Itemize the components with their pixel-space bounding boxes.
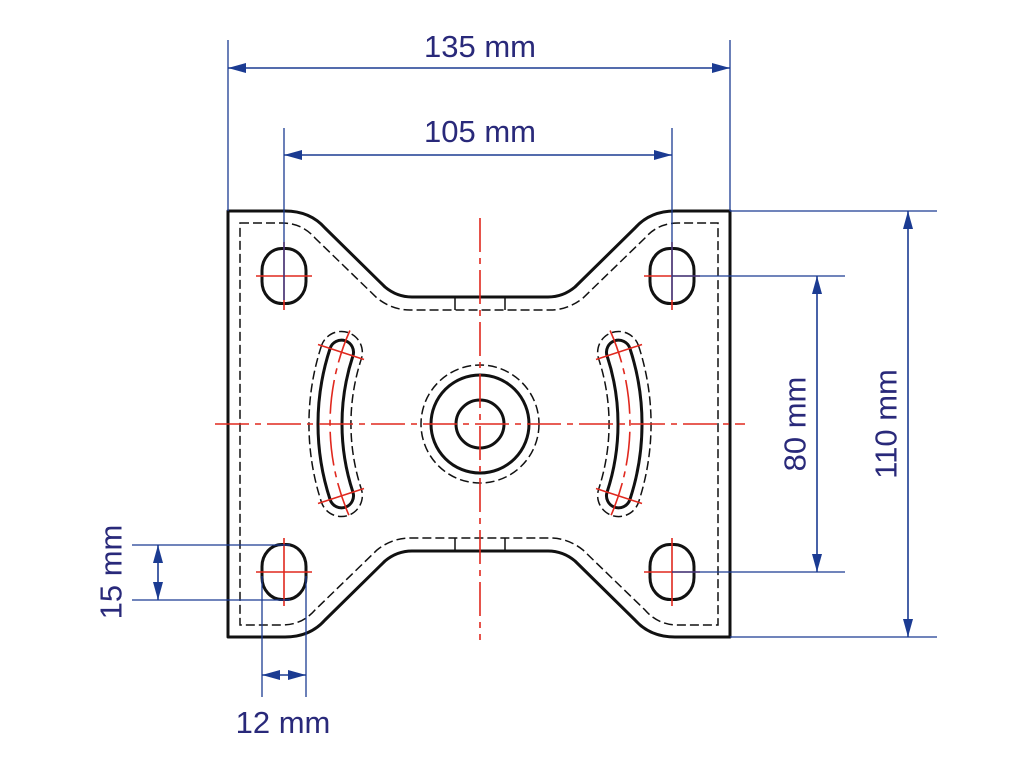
dimension-hole-width: 12 mm xyxy=(236,576,331,740)
dimension-hole-spacing-width: 105 mm xyxy=(283,114,673,300)
dimension-overall-width: 135 mm xyxy=(227,29,731,211)
slot-right-bottom-end-mark xyxy=(595,487,643,505)
dimension-label-hole-height: 15 mm xyxy=(94,525,129,620)
dimension-label-overall-width: 135 mm xyxy=(424,29,536,64)
centerline-arc-slot-left xyxy=(329,330,351,518)
slot-left-top-end-mark xyxy=(317,343,365,361)
centerlines xyxy=(215,218,745,640)
slot-left-bottom-end-mark xyxy=(317,487,365,505)
dimension-label-hole-spacing-height: 80 mm xyxy=(778,377,813,472)
slot-right-top-end-mark xyxy=(595,343,643,361)
dimension-overall-height: 110 mm xyxy=(730,210,937,638)
centerline-arc-slot-right xyxy=(609,330,631,518)
dimension-label-overall-height: 110 mm xyxy=(869,369,904,479)
dimension-label-hole-spacing-width: 105 mm xyxy=(424,114,536,149)
dimension-label-hole-width: 12 mm xyxy=(236,705,331,740)
dimension-hole-height: 15 mm xyxy=(94,525,290,620)
dimension-hole-spacing-height: 80 mm xyxy=(672,275,845,573)
mounting-plate-hidden-outline xyxy=(239,222,719,626)
